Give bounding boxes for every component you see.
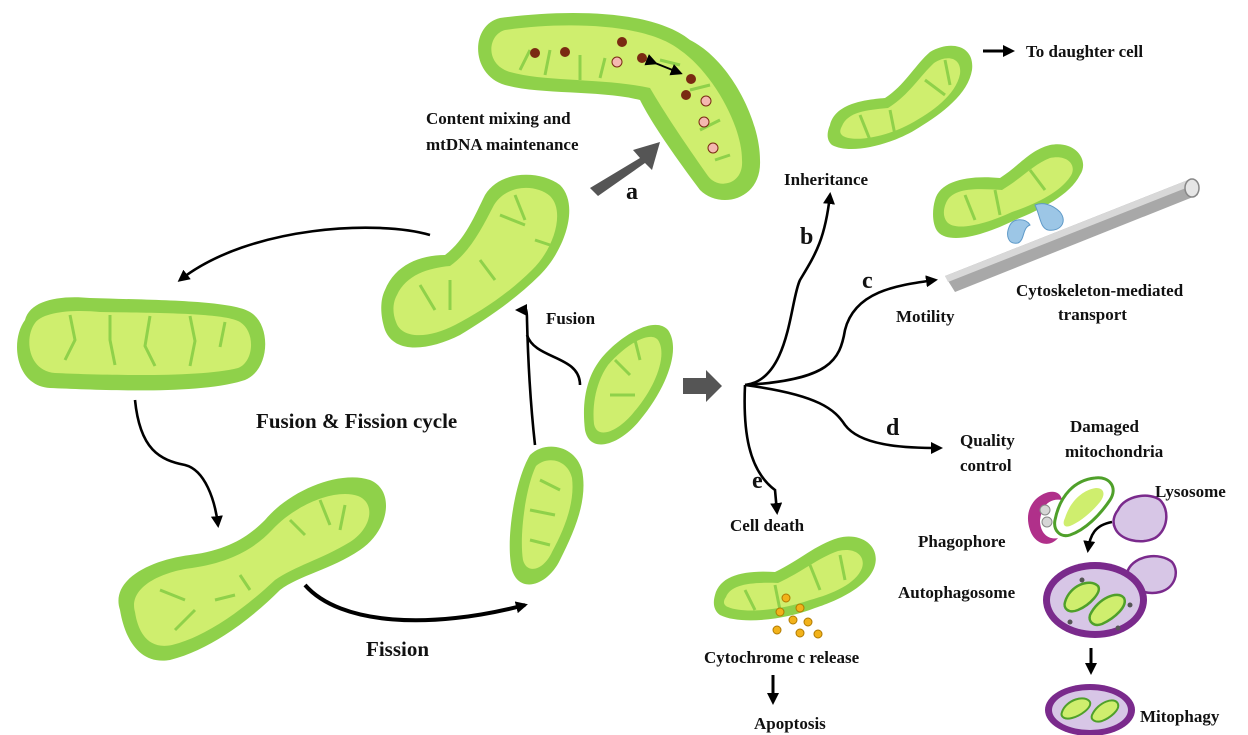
- mitophagy-lysosome: [1045, 684, 1135, 735]
- inheritance-label: Inheritance: [784, 170, 869, 189]
- phagophore-label: Phagophore: [918, 532, 1006, 551]
- cycle-arrow-left: [135, 400, 218, 525]
- to-autophagosome-arrow: [1088, 522, 1112, 550]
- to-daughter-cell-label: To daughter cell: [1026, 42, 1143, 61]
- cytoskeleton-label-line2: transport: [1058, 305, 1127, 324]
- branch-c-arrow: [745, 280, 935, 385]
- cytoskeleton-label-line1: Cytoskeleton-mediated: [1016, 281, 1184, 300]
- motility-label: Motility: [896, 307, 955, 326]
- arrow-a: [590, 142, 660, 196]
- mitochondrion-cell-death: [714, 537, 876, 621]
- fusion-label: Fusion: [546, 309, 596, 328]
- autophagosome-label: Autophagosome: [898, 583, 1016, 602]
- letter-a: a: [626, 179, 638, 205]
- fusion-arrow: [518, 308, 535, 446]
- branch-b-arrow: [745, 195, 830, 385]
- branch-d-arrow: [745, 385, 940, 448]
- mitochondrion-inheritance: [828, 46, 973, 149]
- gray-arrow-to-branch: [683, 370, 722, 402]
- mitochondrion-cycle-top: [381, 175, 569, 348]
- mitochondrion-constricting: [118, 477, 386, 660]
- letter-e: e: [752, 468, 763, 494]
- autophagosome: [1043, 556, 1176, 638]
- mitochondrion-fission-piece-upper: [584, 325, 673, 445]
- fusion-fission-cycle-label: Fusion & Fission cycle: [256, 409, 457, 433]
- mitophagy-label: Mitophagy: [1140, 707, 1220, 726]
- mitochondrion-left-large: [17, 297, 265, 390]
- content-mixing-label-line1: Content mixing and: [426, 109, 571, 128]
- lysosome-label: Lysosome: [1155, 482, 1226, 501]
- fission-label: Fission: [366, 637, 429, 661]
- quality-label-line2: control: [960, 456, 1012, 475]
- cycle-arrow-top: [180, 228, 430, 280]
- mitochondrion-fission-piece-lower: [510, 447, 584, 585]
- branching-paths: [745, 195, 940, 512]
- damaged-mitochondrion: [1028, 478, 1113, 544]
- quality-label-line1: Quality: [960, 431, 1015, 450]
- damaged-label-line1: Damaged: [1070, 417, 1139, 436]
- fusion-arrow-branch: [527, 335, 580, 385]
- motor-protein-left: [1008, 220, 1030, 244]
- letter-c: c: [862, 268, 873, 294]
- fission-arrow: [305, 585, 525, 620]
- motor-protein-right: [1035, 204, 1063, 231]
- lysosome-1: [1114, 496, 1167, 542]
- content-mixing-label-line2: mtDNA maintenance: [426, 135, 579, 154]
- damaged-label-line2: mitochondria: [1065, 442, 1164, 461]
- letter-d: d: [886, 415, 900, 441]
- cell-death-label: Cell death: [730, 516, 805, 535]
- apoptosis-label: Apoptosis: [754, 714, 826, 733]
- cytoskeleton-transport: [933, 144, 1199, 292]
- letter-b: b: [800, 224, 813, 250]
- cytochrome-c-release-label: Cytochrome c release: [704, 648, 860, 667]
